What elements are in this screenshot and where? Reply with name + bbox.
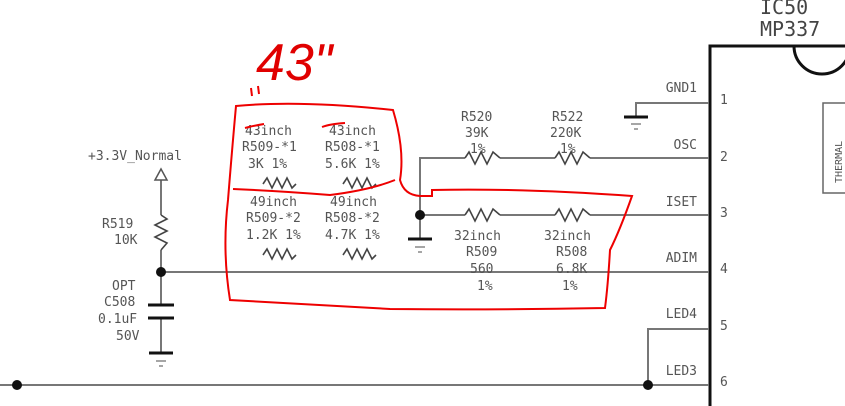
pin-num-3: 3 [720,206,728,221]
pin-num-2: 2 [720,150,728,165]
c508-opt: OPT [112,279,136,294]
resistor-icon [262,247,297,261]
r508-size: 32inch [544,229,591,244]
r520-value: 39K [465,126,489,141]
ground-icon [408,237,432,253]
option-ref: R508-*2 [325,211,380,226]
ic-body: THERMAL IC50 MP337 [708,0,845,406]
option-ref: R508-*1 [325,140,380,155]
option-value: 3K 1% [248,157,287,172]
resistor-r509-icon [464,207,501,223]
pin-name-3: ISET [666,195,697,210]
ic-part: MP337 [760,17,820,41]
c508-value: 0.1uF [98,312,137,327]
pin-name-1: GND1 [666,81,697,96]
r522-tol: 1% [560,142,576,157]
junction-dot [12,380,22,390]
option-ref: R509-*2 [246,211,301,226]
resistor-icon [342,176,377,190]
option-ref: R509-*1 [242,140,297,155]
r520-ref: R520 [461,110,492,125]
option-43-r509: 43inch R509-*1 3K 1% [242,124,297,190]
option-size: 43inch [245,124,292,139]
r519-value: 10K [114,233,138,248]
annotation-text: 43" [256,34,335,92]
pin-name-6: LED3 [666,364,697,379]
wires [0,102,709,390]
ground-icon [624,115,648,130]
r522-value: 220K [550,126,581,141]
red-annotation: 43" [224,34,634,311]
pin-name-4: ADIM [666,251,697,266]
pin-labels: GND1 1 OSC 2 ISET 3 ADIM 4 LED4 5 LED3 6 [666,81,728,390]
ground-icon [149,351,173,367]
c508-ref: C508 [104,295,135,310]
option-49-r508: 49inch R508-*2 4.7K 1% [325,195,380,261]
resistor-r520-icon [464,150,501,166]
resistor-icon [342,247,377,261]
junction-dot [156,267,166,277]
pin-num-4: 4 [720,262,728,277]
r509-size: 32inch [454,229,501,244]
thermal-label: THERMAL [834,141,845,183]
r508-ref: R508 [556,245,587,260]
pin-num-6: 6 [720,375,728,390]
junction-dot [415,210,425,220]
pin-name-2: OSC [674,138,697,153]
ic-ref: IC50 [760,0,808,19]
pin-num-1: 1 [720,93,728,108]
c508-voltage: 50V [116,329,140,344]
resistor-r519-icon [153,214,169,251]
r509-ref: R509 [466,245,497,260]
r519-ref: R519 [102,217,133,232]
option-value: 1.2K 1% [246,228,301,243]
option-43-r508: 43inch R508-*1 5.6K 1% [325,124,380,190]
resistor-icon [262,176,297,190]
option-49-r509: 49inch R509-*2 1.2K 1% [246,195,301,261]
resistor-r508-icon [554,207,591,223]
option-size: 49inch [330,195,377,210]
r508-tol: 1% [562,279,578,294]
option-size: 49inch [250,195,297,210]
junction-dot [643,380,653,390]
supply-label: +3.3V_Normal [88,149,182,164]
capacitor-c508-icon [148,303,174,320]
option-value: 5.6K 1% [325,157,380,172]
option-size: 43inch [329,124,376,139]
r520-tol: 1% [470,142,486,157]
option-value: 4.7K 1% [325,228,380,243]
r522-ref: R522 [552,110,583,125]
pin-name-5: LED4 [666,307,697,322]
resistor-r522-icon [554,150,591,166]
r508-value: 6.8K [556,262,587,277]
r509-value: 560 [470,262,493,277]
r509-tol: 1% [477,279,493,294]
power-arrow-icon [153,167,169,181]
pin-num-5: 5 [720,319,728,334]
